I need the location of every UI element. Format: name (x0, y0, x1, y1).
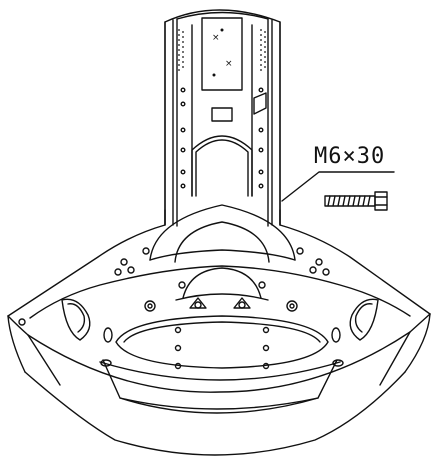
shell-jets (189, 297, 251, 309)
display-window (201, 17, 243, 91)
svg-text:×: × (212, 33, 220, 43)
control-box (211, 107, 233, 122)
corner-fittings (18, 318, 344, 367)
bolt-callout (281, 171, 395, 211)
svg-text:×: × (225, 59, 233, 69)
rim-holes (114, 247, 330, 276)
panel-screw-holes (180, 87, 264, 189)
bolt-size-label: M6×30 (314, 144, 386, 169)
bolt-icon (324, 191, 388, 211)
speaker-grille-icon (178, 29, 266, 71)
back-panel: × × (164, 9, 281, 227)
bathtub (7, 204, 431, 456)
jet-nozzle-icon (103, 281, 341, 370)
